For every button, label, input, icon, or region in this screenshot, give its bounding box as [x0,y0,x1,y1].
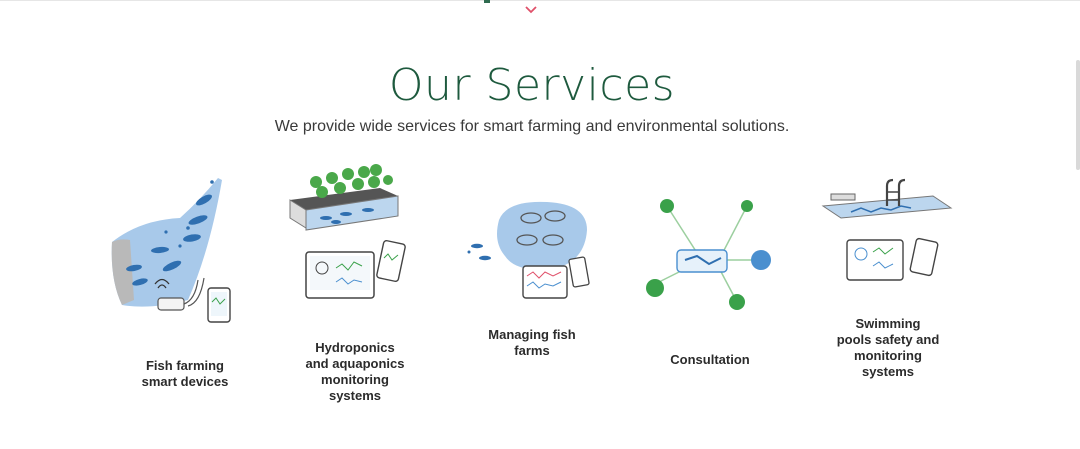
section-title: Our Services [388,60,676,111]
chevron-down-icon[interactable] [524,4,538,16]
label-line: Hydroponics [315,340,395,355]
label-line: monitoring [854,348,922,363]
service-label-consultation: Consultation [625,352,795,368]
swimming-pool-illustration [821,178,953,281]
label-line: systems [328,388,382,403]
label-line: Managing fish [488,327,576,342]
section-subtitle: We provide wide services for smart farmi… [274,118,790,135]
label-line: smart devices [141,374,229,389]
service-card-swimming-pools[interactable]: Swimming pools safety and monitoring sys… [803,160,973,420]
top-divider [0,0,1080,1]
service-card-fish-farms[interactable]: Managing fish farms [447,160,617,420]
hydroponics-illustration [289,164,406,299]
service-label-swimming-pools: Swimming pools safety and monitoring sys… [803,316,973,380]
service-card-hydroponics[interactable]: Hydroponics and aquaponics monitoring sy… [270,160,440,420]
label-line: systems [861,364,915,379]
service-card-fish-farming[interactable]: Fish farming smart devices [100,160,270,420]
label-line: monitoring [321,372,389,387]
service-card-consultation[interactable]: Consultation [625,160,795,420]
service-label-fish-farming: Fish farming smart devices [100,358,270,390]
label-line: farms [514,343,550,358]
label-line: pools safety and [836,332,940,347]
page-scrollbar[interactable] [1076,60,1080,170]
consultation-handshake-illustration [646,199,771,310]
label-line: and aquaponics [305,356,405,371]
top-marker [484,0,490,3]
label-line: Consultation [670,352,750,367]
service-label-hydroponics: Hydroponics and aquaponics monitoring sy… [270,340,440,404]
fish-farming-illustration [111,178,231,323]
label-line: Swimming [855,316,921,331]
service-label-fish-farms: Managing fish farms [447,327,617,359]
fish-farm-illustration [467,201,590,299]
label-line: Fish farming [145,358,224,373]
